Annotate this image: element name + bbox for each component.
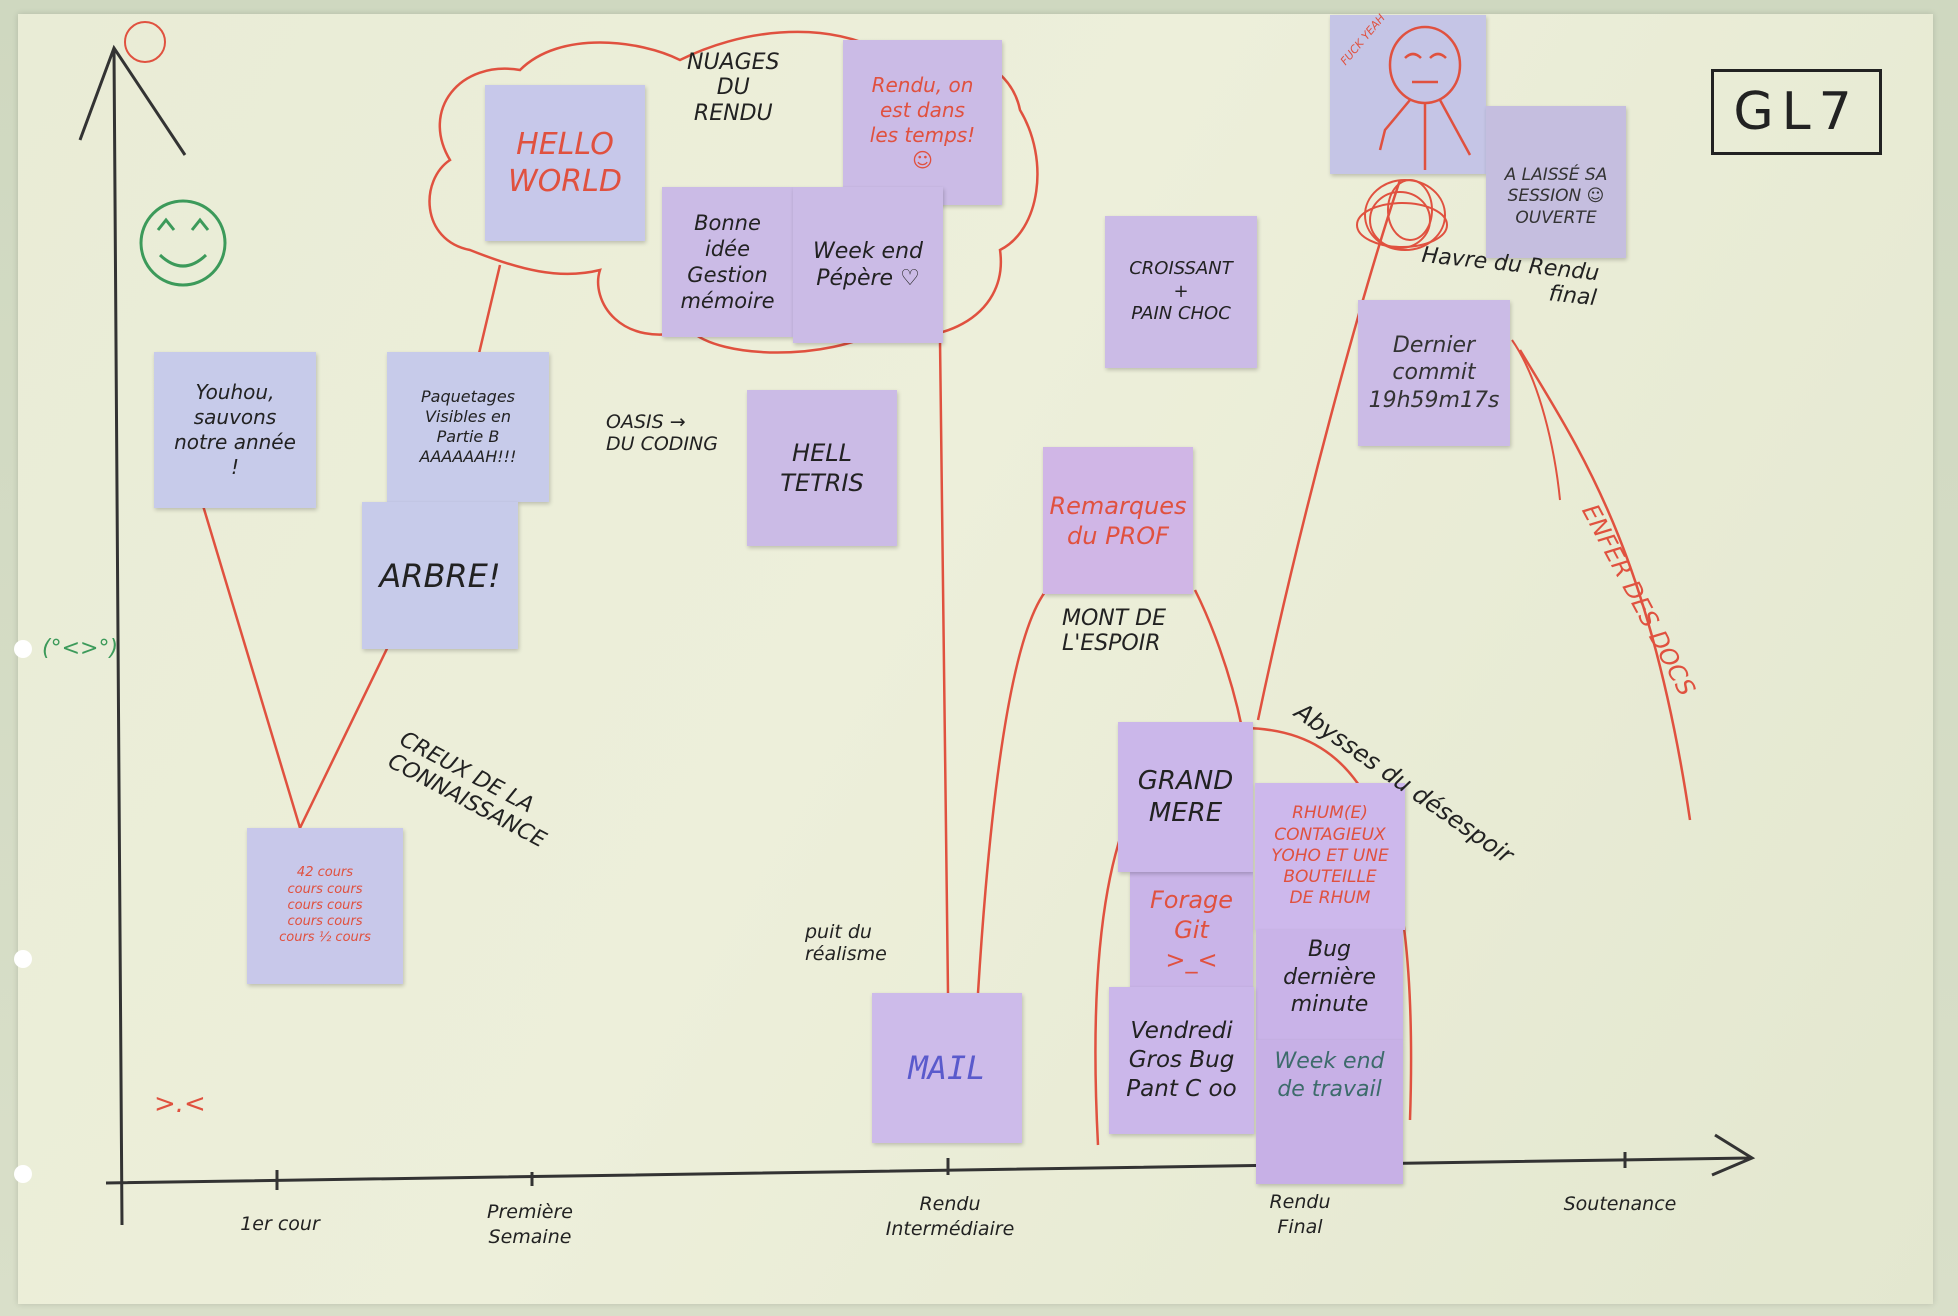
rage-face-icon xyxy=(1378,25,1472,170)
note-week-end-pepere: Week end Pépère ♡ xyxy=(793,187,943,343)
note-hello-world: HELLO WORLD xyxy=(485,85,645,241)
label-puit-du-realisme: puit du réalisme xyxy=(805,921,887,965)
label-nuages-du-rendu: NUAGES DU RENDU xyxy=(687,50,780,126)
note-session-ouverte: A LAISSÉ SA SESSION ☺ OUVERTE xyxy=(1486,106,1626,258)
x-tick-label-premiere-semaine: Première Semaine xyxy=(487,1201,573,1248)
note-paquetages: Paquetages Visibles en Partie B AAAAAAH!… xyxy=(387,352,549,502)
note-arbre: ARBRE! xyxy=(362,502,518,649)
label-mont-de-l-espoir: MONT DE L'ESPOIR xyxy=(1062,606,1167,657)
note-hell-tetris: HELL TETRIS xyxy=(747,390,897,546)
note-vendredi-gros-bug: Vendredi Gros Bug Pant C oo xyxy=(1109,987,1254,1134)
note-forage-git: Forage Git >_< xyxy=(1130,872,1253,987)
note-croissant: CROISSANT + PAIN CHOC xyxy=(1105,216,1257,368)
label-frown-face: >.< xyxy=(154,1089,206,1119)
note-week-end-travail: Week end de travail xyxy=(1256,1040,1403,1184)
x-tick-label-soutenance: Soutenance xyxy=(1563,1193,1677,1215)
note-fuck-yeah-drawing: FUCK YEAH xyxy=(1330,12,1486,174)
note-youhou: Youhou, sauvons notre année ! xyxy=(154,352,316,508)
label-neutral-face: (°<>°) xyxy=(42,636,119,661)
note-grand-mere: GRAND MERE xyxy=(1118,722,1253,872)
note-rendu-dans-les-temps: Rendu, on est dans les temps! ☺ xyxy=(843,40,1002,205)
label-oasis-du-coding: OASIS → DU CODING xyxy=(606,411,718,455)
x-tick-label-1er-cour: 1er cour xyxy=(240,1213,320,1235)
x-tick-label-rendu-final: Rendu Final xyxy=(1269,1191,1331,1238)
x-tick-label-rendu-intermediaire: Rendu Intermédiaire xyxy=(885,1193,1015,1240)
note-remarques-prof: Remarques du PROF xyxy=(1043,447,1193,594)
note-gestion-memoire: Bonne idée Gestion mémoire xyxy=(662,187,793,337)
note-rhume-contagieux: RHUM(E) CONTAGIEUX YOHO ET UNE BOUTEILLE… xyxy=(1255,783,1405,930)
note-dernier-commit: Dernier commit 19h59m17s xyxy=(1358,300,1510,446)
note-bug-derniere-minute: Bug dernière minute xyxy=(1256,930,1403,1040)
note-cours: 42 cours cours cours cours cours cours c… xyxy=(247,828,403,984)
note-mail: MAIL xyxy=(872,993,1022,1143)
class-title-box: GL7 xyxy=(1711,69,1882,155)
